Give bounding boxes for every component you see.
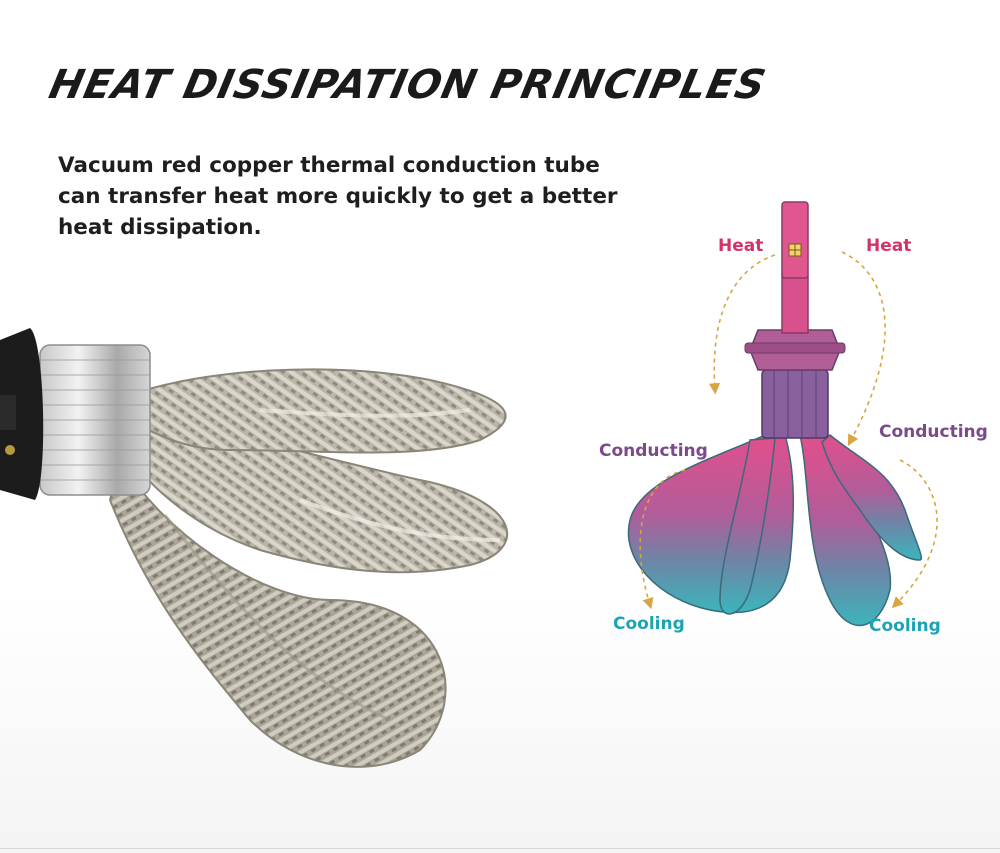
label-conducting-left: Conducting xyxy=(599,441,708,461)
arrow-cooling-right xyxy=(891,459,938,609)
description: Vacuum red copper thermal conduction tub… xyxy=(58,150,658,243)
braided-heatsink-photo xyxy=(0,328,509,768)
label-cooling-right: Cooling xyxy=(869,616,941,636)
label-heat-right: Heat xyxy=(866,236,912,256)
description-line-2: can transfer heat more quickly to get a … xyxy=(58,184,618,209)
bulb-led-head xyxy=(781,201,809,279)
divider xyxy=(0,848,1000,849)
description-line-3: heat dissipation. xyxy=(58,215,262,240)
label-heat-left: Heat xyxy=(718,236,764,256)
bulb-collar xyxy=(761,369,829,439)
heat-flow-diagram xyxy=(627,201,938,627)
description-line-1: Vacuum red copper thermal conduction tub… xyxy=(58,153,600,178)
label-conducting-right: Conducting xyxy=(879,422,988,442)
arrow-heat-right xyxy=(841,251,886,446)
arrow-cooling-left xyxy=(639,469,686,610)
arrow-heat-left xyxy=(708,254,776,395)
heat-sink-ribbons xyxy=(627,434,922,627)
page-title: HEAT DISSIPATION PRINCIPLES xyxy=(45,62,771,108)
label-cooling-left: Cooling xyxy=(613,614,685,634)
